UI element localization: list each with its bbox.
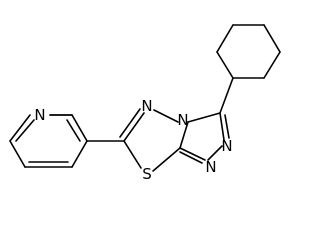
cyclohexyl-link-bond bbox=[219, 77, 234, 114]
sulfur-atom-label: S bbox=[142, 165, 152, 183]
thiadiazole-nitrogen-label: N bbox=[141, 97, 152, 115]
pyridine-nitrogen-label: N bbox=[34, 106, 45, 124]
cyclohexyl-ring bbox=[216, 24, 281, 79]
bridgehead-nitrogen-label: N bbox=[177, 111, 188, 129]
triazole-nitrogen-upper-label: N bbox=[221, 137, 232, 155]
molecule-structure: N N N N N S bbox=[9, 24, 281, 183]
triazole-nitrogen-lower-label: N bbox=[205, 158, 216, 176]
fused-core-bonds bbox=[119, 108, 230, 172]
pyridine-ring bbox=[9, 114, 88, 168]
